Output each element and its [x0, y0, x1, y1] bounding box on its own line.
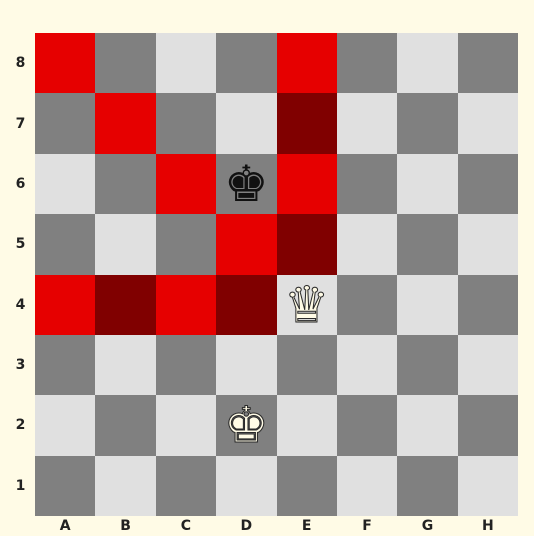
square-g3[interactable]: [397, 335, 457, 395]
square-d7[interactable]: [216, 93, 276, 153]
square-f4[interactable]: [337, 275, 397, 335]
square-f8[interactable]: [337, 33, 397, 93]
file-label-d: D: [216, 516, 276, 536]
square-h6[interactable]: [458, 154, 518, 214]
chess-board: ♚ ♛ ♚: [35, 33, 518, 516]
square-a6[interactable]: [35, 154, 95, 214]
square-b8[interactable]: [95, 33, 155, 93]
square-h3[interactable]: [458, 335, 518, 395]
square-d1[interactable]: [216, 456, 276, 516]
square-e5[interactable]: [277, 214, 337, 274]
square-b7[interactable]: [95, 93, 155, 153]
file-label-c: C: [156, 516, 216, 536]
square-a2[interactable]: [35, 395, 95, 455]
square-e7[interactable]: [277, 93, 337, 153]
rank-label-2: 2: [0, 395, 35, 455]
white-king-icon[interactable]: ♚: [224, 400, 269, 450]
file-label-a: A: [35, 516, 95, 536]
rank-label-3: 3: [0, 335, 35, 395]
square-a3[interactable]: [35, 335, 95, 395]
square-c5[interactable]: [156, 214, 216, 274]
square-b3[interactable]: [95, 335, 155, 395]
square-e6[interactable]: [277, 154, 337, 214]
square-d4[interactable]: [216, 275, 276, 335]
square-e3[interactable]: [277, 335, 337, 395]
square-a1[interactable]: [35, 456, 95, 516]
square-g7[interactable]: [397, 93, 457, 153]
file-label-b: B: [95, 516, 155, 536]
square-g8[interactable]: [397, 33, 457, 93]
square-f3[interactable]: [337, 335, 397, 395]
square-a8[interactable]: [35, 33, 95, 93]
square-b4[interactable]: [95, 275, 155, 335]
square-h4[interactable]: [458, 275, 518, 335]
square-e4[interactable]: ♛: [277, 275, 337, 335]
rank-label-4: 4: [0, 275, 35, 335]
square-b6[interactable]: [95, 154, 155, 214]
square-b2[interactable]: [95, 395, 155, 455]
square-d8[interactable]: [216, 33, 276, 93]
square-h7[interactable]: [458, 93, 518, 153]
square-c3[interactable]: [156, 335, 216, 395]
square-f7[interactable]: [337, 93, 397, 153]
square-a4[interactable]: [35, 275, 95, 335]
square-h5[interactable]: [458, 214, 518, 274]
square-g4[interactable]: [397, 275, 457, 335]
square-c6[interactable]: [156, 154, 216, 214]
square-d5[interactable]: [216, 214, 276, 274]
square-d6[interactable]: ♚: [216, 154, 276, 214]
square-a5[interactable]: [35, 214, 95, 274]
square-f2[interactable]: [337, 395, 397, 455]
square-g1[interactable]: [397, 456, 457, 516]
file-label-h: H: [458, 516, 518, 536]
square-e8[interactable]: [277, 33, 337, 93]
rank-label-6: 6: [0, 154, 35, 214]
square-b5[interactable]: [95, 214, 155, 274]
square-e2[interactable]: [277, 395, 337, 455]
file-label-g: G: [397, 516, 457, 536]
square-b1[interactable]: [95, 456, 155, 516]
square-e1[interactable]: [277, 456, 337, 516]
square-g5[interactable]: [397, 214, 457, 274]
square-c4[interactable]: [156, 275, 216, 335]
square-c2[interactable]: [156, 395, 216, 455]
square-f1[interactable]: [337, 456, 397, 516]
square-c7[interactable]: [156, 93, 216, 153]
square-a7[interactable]: [35, 93, 95, 153]
square-h1[interactable]: [458, 456, 518, 516]
square-h2[interactable]: [458, 395, 518, 455]
square-f6[interactable]: [337, 154, 397, 214]
file-label-f: F: [337, 516, 397, 536]
square-d3[interactable]: [216, 335, 276, 395]
square-c8[interactable]: [156, 33, 216, 93]
square-f5[interactable]: [337, 214, 397, 274]
square-h8[interactable]: [458, 33, 518, 93]
black-king-icon[interactable]: ♚: [224, 159, 269, 209]
rank-label-1: 1: [0, 456, 35, 516]
square-d2[interactable]: ♚: [216, 395, 276, 455]
rank-label-7: 7: [0, 93, 35, 153]
square-g6[interactable]: [397, 154, 457, 214]
square-g2[interactable]: [397, 395, 457, 455]
rank-label-5: 5: [0, 214, 35, 274]
file-label-e: E: [277, 516, 337, 536]
white-queen-icon[interactable]: ♛: [284, 280, 329, 330]
square-c1[interactable]: [156, 456, 216, 516]
rank-label-8: 8: [0, 33, 35, 93]
